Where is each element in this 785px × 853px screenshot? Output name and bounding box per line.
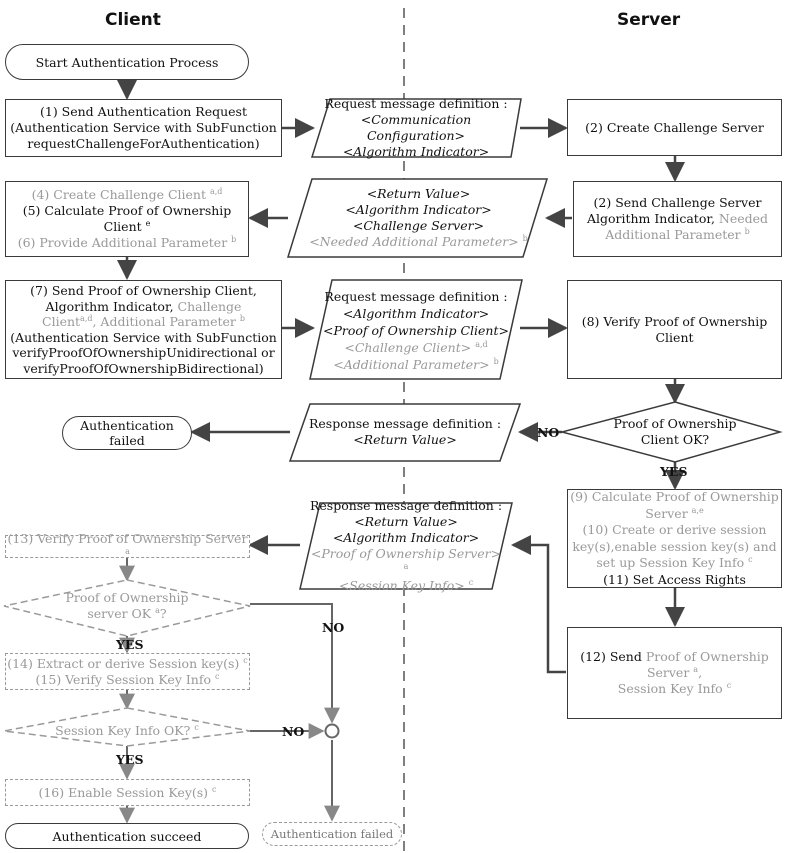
auth-failed-terminal-2: Authentication failed (262, 822, 402, 846)
request-message-2-text: Request message definition : <Algorithm … (323, 288, 509, 372)
yes-label-1: YES (660, 464, 688, 479)
merge-node (324, 723, 340, 739)
yes-label-3: YES (116, 752, 144, 767)
step-13-verify-server-proof: (13) Verify Proof of Ownership Server a (5, 531, 250, 558)
step-7-send-proof: (7) Send Proof of Ownership Client, Algo… (5, 280, 282, 379)
server-header: Server (617, 10, 681, 30)
decision-proof-server-text: Proof of Ownership server OK a? (65, 590, 189, 621)
steps-9-11-server: (9) Calculate Proof of Ownership Server … (567, 489, 782, 588)
steps-4-6-client: (4) Create Challenge Client a,d (5) Calc… (5, 181, 249, 257)
no-label-2: NO (322, 620, 345, 635)
decision-session-key (3, 707, 251, 747)
no-label-1: NO (537, 425, 560, 440)
steps-14-15-session-key: (14) Extract or derive Session key(s) c … (5, 653, 250, 690)
step-1-send-auth-request: (1) Send Authentication Request (Authent… (5, 99, 282, 157)
step-2-send-challenge: (2) Send Challenge Server Algorithm Indi… (573, 181, 782, 257)
step-8-verify-proof: (8) Verify Proof of Ownership Client (567, 280, 782, 379)
response-message-1-text: Response message definition : <Return Va… (308, 416, 502, 447)
yes-label-2: YES (116, 637, 144, 652)
no-label-3: NO (282, 724, 305, 739)
auth-succeed-terminal: Authentication succeed (5, 823, 249, 849)
response-message-2 (299, 502, 513, 590)
request-message-1 (310, 98, 522, 158)
response-message-2-text: Response message definition : <Return Va… (309, 498, 503, 593)
decision-proof-client-text: Proof of Ownership Client OK? (613, 416, 737, 447)
return-message-1 (286, 178, 549, 258)
request-message-2 (309, 279, 523, 380)
client-header: Client (105, 10, 161, 30)
step-12-send-server-proof: (12) Send Proof of Ownership Server a, S… (567, 627, 782, 719)
decision-proof-server (3, 579, 251, 637)
decision-proof-client (559, 401, 783, 463)
return-message-1-text: <Return Value> <Algorithm Indicator> <Ch… (309, 186, 528, 249)
decision-session-key-text: Session Key Info OK? c (55, 722, 199, 738)
step-2-create-challenge: (2) Create Challenge Server (567, 99, 782, 156)
start-terminal: Start Authentication Process (5, 44, 249, 80)
request-message-1-text: Request message definition : <Communicat… (324, 96, 508, 159)
response-message-1 (288, 403, 522, 462)
step-16-enable-session-key: (16) Enable Session Key(s) c (5, 779, 250, 806)
